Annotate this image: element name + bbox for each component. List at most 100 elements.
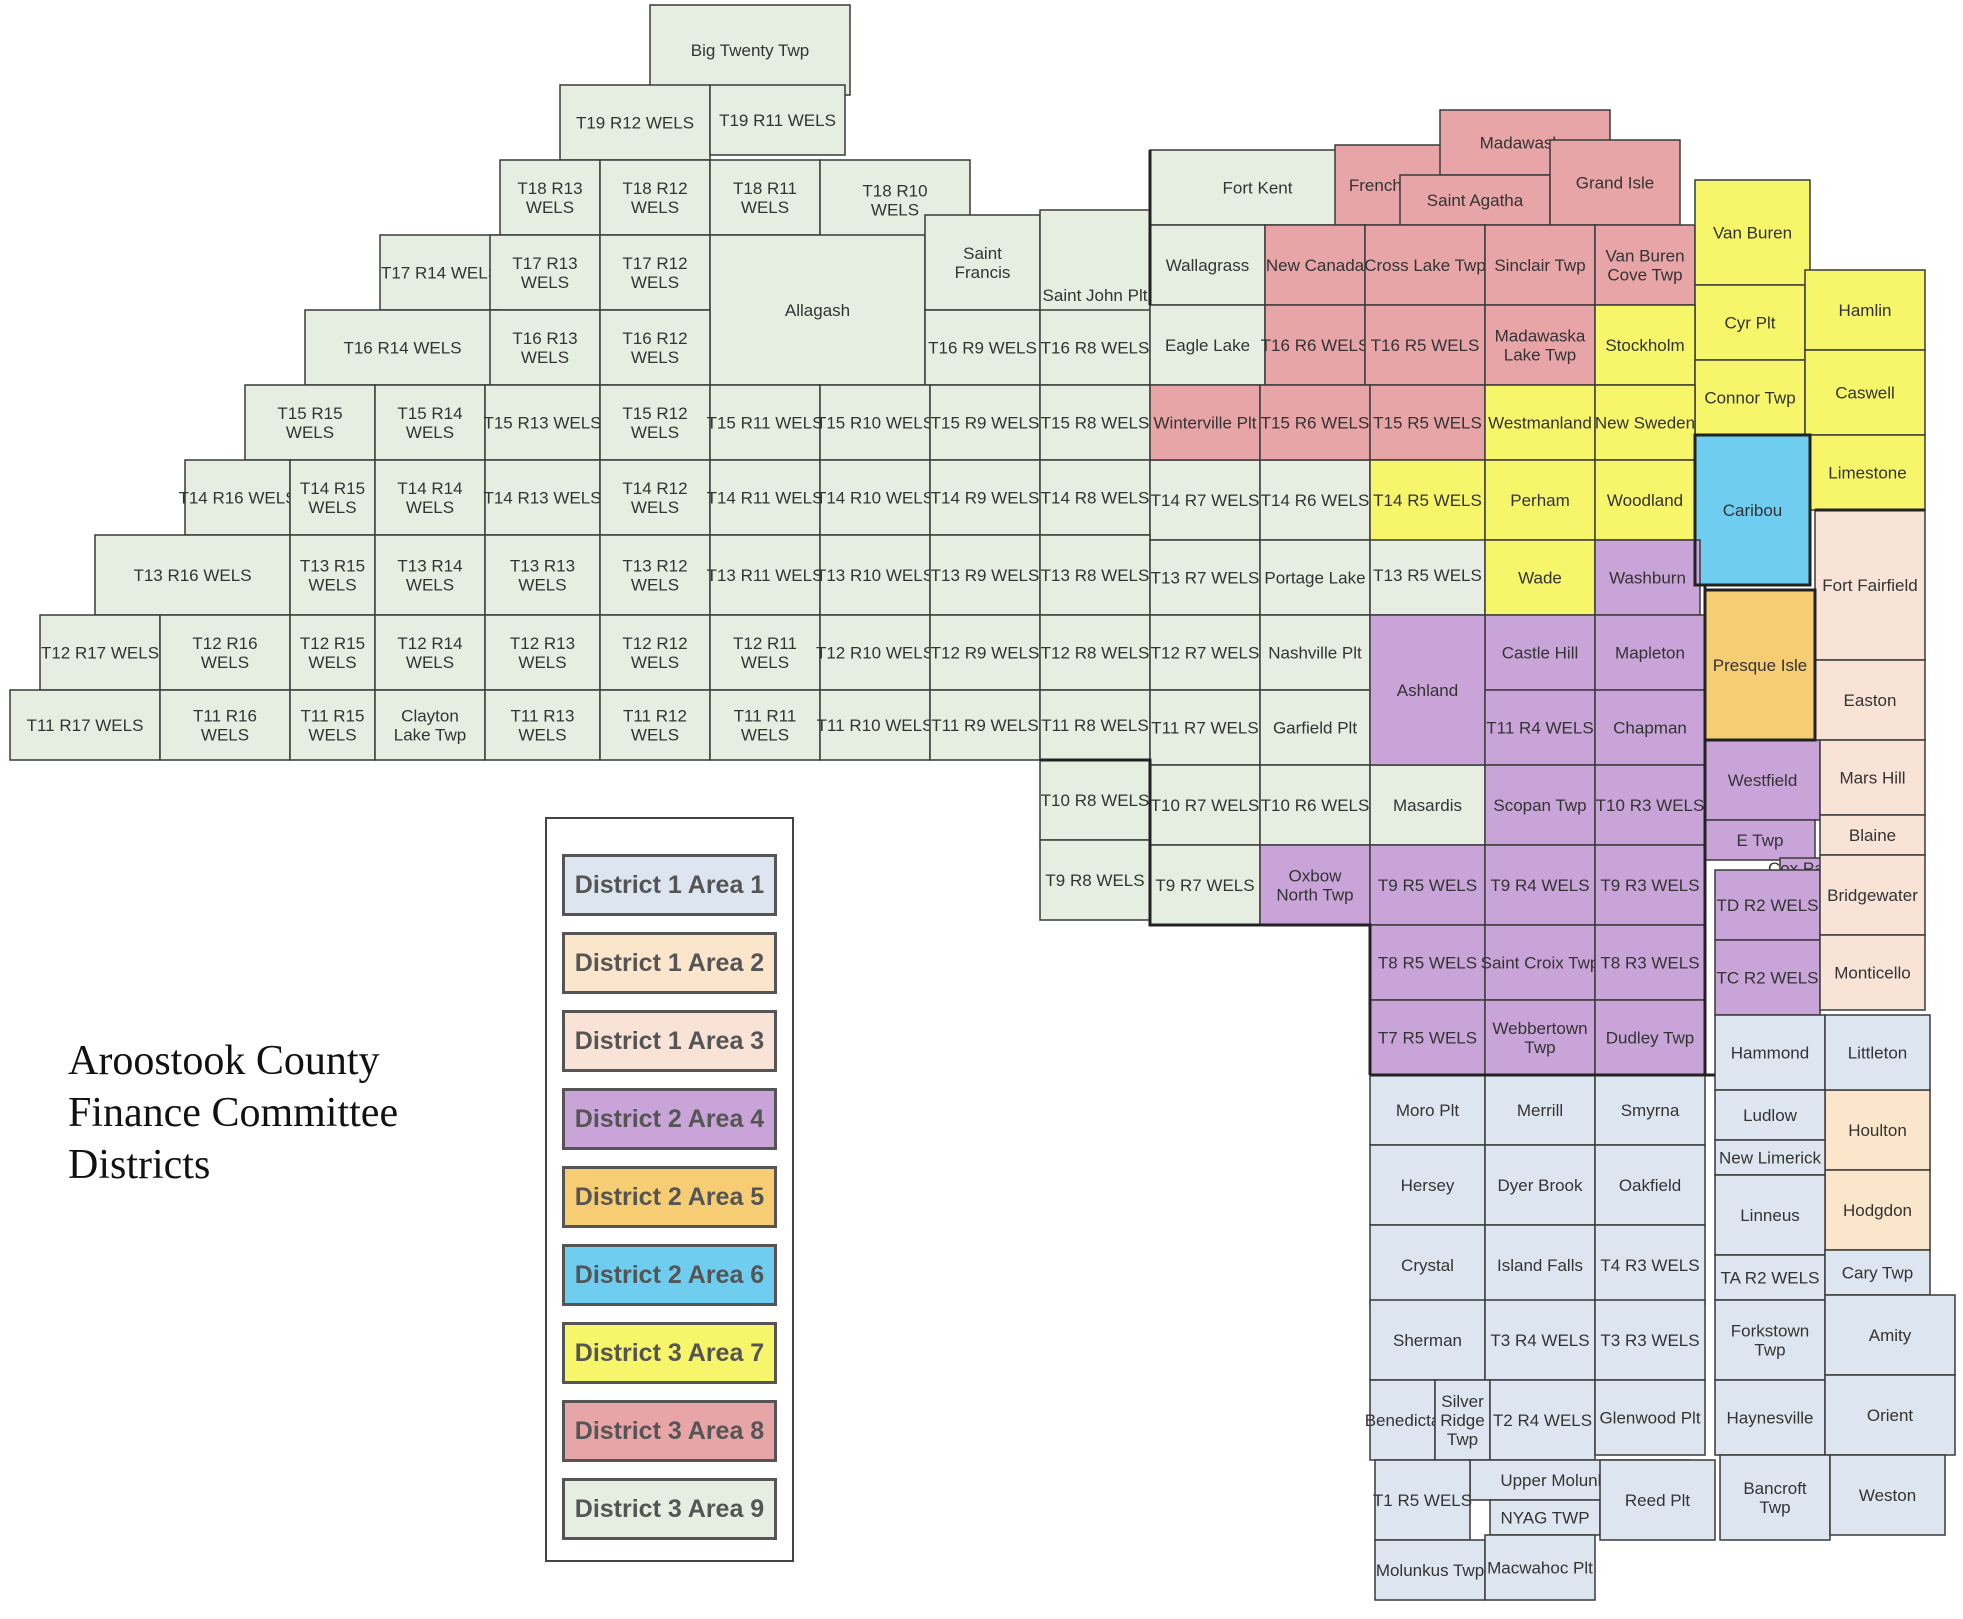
town-label: T14 R15 <box>300 479 365 498</box>
town-label: T1 R5 WELS <box>1373 1491 1472 1510</box>
town-label: T8 R5 WELS <box>1378 954 1477 973</box>
town-t9-r5-wels: T9 R5 WELS <box>1369 844 1486 926</box>
town-shape <box>289 689 376 761</box>
town-label: Macwahoc Plt <box>1487 1559 1593 1578</box>
town-shape <box>1694 434 1811 586</box>
legend-label: District 3 Area 7 <box>574 1338 765 1367</box>
town-label: T14 R8 WELS <box>1041 489 1150 508</box>
town-label: T16 R6 WELS <box>1261 336 1370 355</box>
town-shape <box>1714 1139 1826 1176</box>
town-label: T11 R12 <box>623 707 687 726</box>
town-label: TC R2 WELS <box>1716 969 1818 988</box>
town-t11-r4-wels: T11 R4 WELS <box>1484 689 1596 766</box>
town-label: Big Twenty Twp <box>691 41 809 60</box>
town-t12-r7-wels: T12 R7 WELS <box>1149 614 1261 691</box>
town-shape <box>1484 224 1596 306</box>
town-caswell: Caswell <box>1804 349 1926 436</box>
town-label: T11 R11 <box>734 707 797 726</box>
town-label: Haynesville <box>1727 1409 1814 1428</box>
town-label: T13 R14 <box>397 557 462 576</box>
town-t13-r10-wels: T13 R10 WELS <box>816 534 934 616</box>
town-t7-r5-wels: T7 R5 WELS <box>1369 999 1486 1076</box>
town-label: Washburn <box>1609 569 1686 588</box>
town-moro-plt: Moro Plt <box>1369 1074 1486 1146</box>
town-label: T12 R17 WELS <box>41 644 159 663</box>
town-t11-r9-wels: T11 R9 WELS <box>929 689 1041 761</box>
town-label: T11 R10 WELS <box>817 716 934 735</box>
town-mapleton: Mapleton <box>1594 614 1706 691</box>
town-t13-r5-wels: T13 R5 WELS <box>1369 534 1486 616</box>
town-shape <box>1704 589 1816 741</box>
town-label: Lake Twp <box>1504 346 1576 365</box>
town-masardis: Masardis <box>1369 764 1486 846</box>
town-label: T13 R7 WELS <box>1151 569 1260 588</box>
town-label: T15 R5 WELS <box>1373 414 1482 433</box>
legend-item-d2a4: District 2 Area 4 <box>562 1088 777 1150</box>
town-t15-r13-wels: T15 R13 WELS <box>483 384 602 461</box>
town-shape <box>1824 1089 1931 1171</box>
town-label: T12 R10 WELS <box>816 644 934 663</box>
town-label: T15 R13 WELS <box>483 414 601 433</box>
town-label: T13 R13 <box>510 557 575 576</box>
town-shape <box>1364 304 1486 386</box>
town-label: Perham <box>1510 491 1570 510</box>
town-label: Cary Twp <box>1842 1264 1914 1283</box>
town-crystal: Crystal <box>1369 1224 1486 1306</box>
town-shape <box>1369 1144 1486 1226</box>
town-label: Cross Lake Twp <box>1364 256 1486 275</box>
town-shape <box>709 689 821 761</box>
town-shape <box>1039 534 1151 616</box>
town-label: WELS <box>308 576 356 595</box>
town-label: Smyrna <box>1621 1101 1680 1120</box>
town-shape <box>244 384 376 461</box>
town-label: T11 R17 WELS <box>27 716 144 735</box>
town-shape <box>599 384 711 461</box>
town-big-twenty-twp: Big Twenty Twp <box>649 4 851 96</box>
town-shape <box>1369 844 1486 926</box>
town-label: WELS <box>518 576 566 595</box>
town-shape <box>1824 1169 1931 1251</box>
town-shape <box>1804 349 1926 436</box>
town-label: T18 R12 <box>622 179 687 198</box>
town-shape <box>559 84 711 161</box>
town-shape <box>1819 739 1926 816</box>
town-label: T18 R10 <box>862 182 927 201</box>
town-label: Masardis <box>1393 796 1462 815</box>
town-grand-isle: Grand Isle <box>1549 139 1681 226</box>
town-shape <box>1594 1299 1706 1381</box>
town-shape <box>1594 384 1696 461</box>
town-shape <box>1369 1224 1486 1306</box>
town-label: WELS <box>518 726 566 745</box>
town-label: Saint Agatha <box>1427 191 1524 210</box>
town-shape <box>9 689 161 761</box>
town-shape <box>649 4 851 96</box>
town-t9-r4-wels: T9 R4 WELS <box>1484 844 1596 926</box>
legend-label: District 1 Area 2 <box>574 948 765 977</box>
town-shape <box>924 309 1041 386</box>
town-shape <box>1369 1379 1436 1461</box>
legend-label: District 3 Area 9 <box>574 1494 765 1523</box>
town-t15-r8-wels: T15 R8 WELS <box>1039 384 1151 461</box>
town-shape <box>1149 539 1261 616</box>
town-shape <box>924 214 1041 311</box>
town-shape <box>1804 269 1926 351</box>
town-shape <box>1259 764 1371 846</box>
town-label: T10 R6 WELS <box>1261 796 1370 815</box>
town-shape <box>484 384 601 461</box>
town-label: Sherman <box>1393 1331 1462 1350</box>
town-weston: Weston <box>1829 1454 1946 1536</box>
town-shape <box>1809 434 1926 511</box>
town-oakfield: Oakfield <box>1594 1144 1706 1226</box>
town-shape <box>1039 759 1151 841</box>
town-shape <box>184 459 291 536</box>
town-t9-r3-wels: T9 R3 WELS <box>1594 844 1706 926</box>
town-t19-r12-wels: T19 R12 WELS <box>559 84 711 161</box>
town-shape <box>1369 924 1486 1001</box>
town-label: Mapleton <box>1615 644 1685 663</box>
town-bridgewater: Bridgewater <box>1819 854 1926 936</box>
town-shape <box>1824 1249 1931 1296</box>
legend-item-d3a7: District 3 Area 7 <box>562 1322 777 1384</box>
